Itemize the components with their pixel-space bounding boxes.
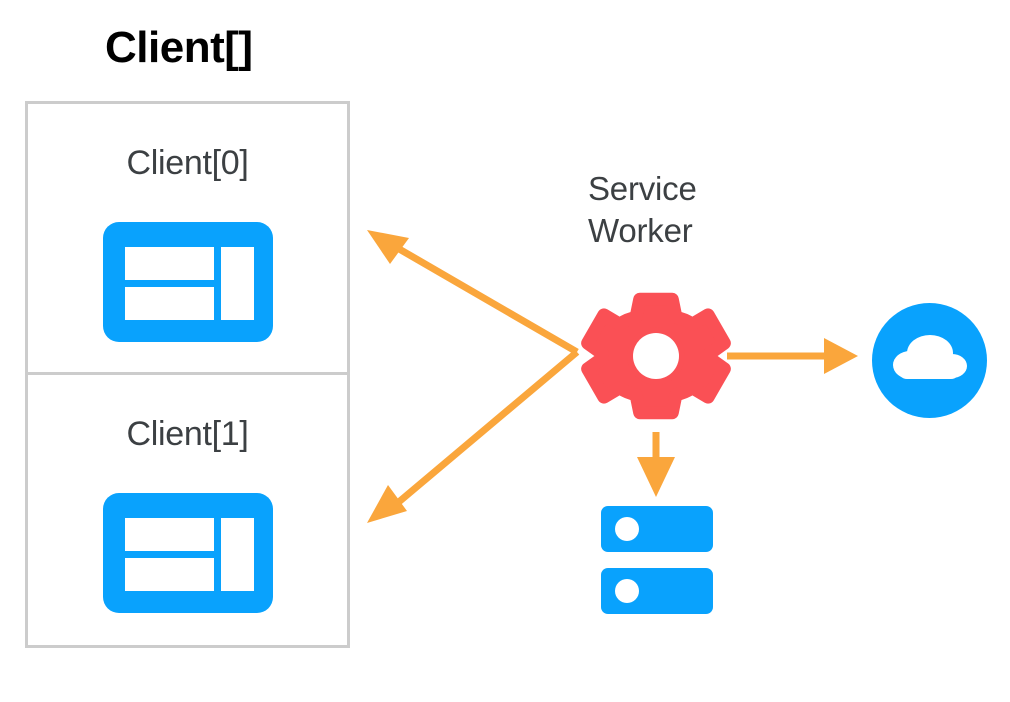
browser-pane-right [220, 518, 254, 591]
client-0-label: Client[0] [126, 144, 249, 182]
browser-pane-top-left [124, 247, 214, 280]
browser-pane-right [220, 247, 254, 320]
service-worker-label: Service Worker [588, 168, 748, 252]
cloud-icon [872, 303, 987, 418]
database-rack-bottom [601, 568, 713, 614]
database-led-top [615, 517, 639, 541]
database-rack-top [601, 506, 713, 552]
browser-pane-bottom-left [124, 287, 214, 320]
arrow-sw-to-cloud [727, 338, 858, 374]
service-worker-label-line1: Service [588, 170, 697, 207]
arrow-sw-to-client0 [367, 230, 579, 356]
client-array-container: Client[0] Client[1] [25, 101, 350, 648]
cloud-glyph [893, 335, 967, 379]
service-worker-label-line2: Worker [588, 212, 693, 250]
client-item-1[interactable]: Client[1] [28, 375, 347, 645]
browser-window-icon [102, 493, 273, 613]
database-server-icon [601, 506, 713, 614]
browser-pane-bottom-left [124, 558, 214, 591]
browser-pane-top-left [124, 518, 214, 551]
arrow-sw-to-database [637, 432, 675, 497]
page-title: Client[] [105, 23, 253, 72]
arrow-sw-to-client1 [367, 349, 580, 523]
database-led-bottom [615, 579, 639, 603]
client-1-label: Client[1] [126, 415, 249, 453]
client-item-0[interactable]: Client[0] [28, 104, 347, 375]
gear-icon [581, 292, 731, 420]
browser-window-icon [102, 222, 273, 342]
